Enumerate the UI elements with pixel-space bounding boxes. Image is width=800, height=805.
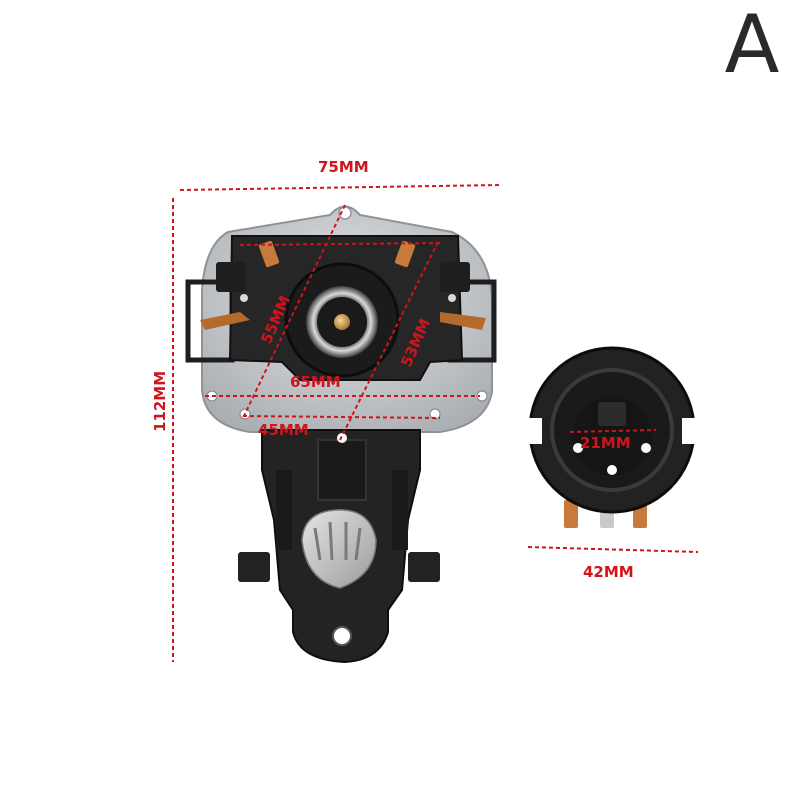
socket-hole xyxy=(607,465,617,475)
socket-key xyxy=(598,402,626,426)
socket-terminal xyxy=(600,510,614,528)
dimension-lines xyxy=(172,184,699,662)
socket-hole xyxy=(641,443,651,453)
dim-label-socket-width: 42MM xyxy=(583,563,634,581)
socket-notch xyxy=(522,418,542,444)
contact-latch xyxy=(440,262,470,292)
bimetal-slots xyxy=(313,521,362,561)
copper-leaf-contact xyxy=(440,312,486,330)
dim-line-top-inner xyxy=(239,242,441,246)
socket-hole xyxy=(573,443,583,453)
dim-line-bottom-width xyxy=(242,415,441,419)
dim-line-top-width xyxy=(179,184,501,191)
dim-label-top-width: 75MM xyxy=(318,158,369,176)
center-pin xyxy=(334,314,350,330)
copper-terminal xyxy=(258,240,280,268)
dim-line-right-diagonal xyxy=(339,241,439,441)
dim-line-left-diagonal xyxy=(242,204,346,419)
screw xyxy=(240,294,248,302)
socket-base xyxy=(522,346,702,528)
socket-notch xyxy=(682,418,702,444)
dim-label-bottom-width: 45MM xyxy=(258,421,309,439)
dim-line-socket-width xyxy=(527,546,699,553)
contact-latch xyxy=(216,262,246,292)
thermostat-base xyxy=(185,205,497,664)
mounting-hole xyxy=(476,390,488,402)
bimetal-disc xyxy=(301,509,377,589)
screw xyxy=(448,294,456,302)
socket-floor xyxy=(572,396,652,476)
side-clip xyxy=(408,552,440,582)
arm-rib xyxy=(317,439,367,501)
side-clip xyxy=(238,552,270,582)
socket-terminal xyxy=(564,500,578,528)
copper-terminal xyxy=(394,240,416,268)
mounting-hole xyxy=(429,408,441,420)
mounting-hole xyxy=(332,626,352,646)
dim-label-socket-inner: 21MM xyxy=(580,434,631,452)
dim-label-height: 112MM xyxy=(151,371,169,432)
variant-label: A xyxy=(724,0,780,91)
arm-rib xyxy=(392,470,408,550)
copper-leaf-contact xyxy=(200,312,250,330)
arm-rib xyxy=(276,470,292,550)
dim-label-center-width: 65MM xyxy=(290,373,341,391)
dim-line-socket-inner xyxy=(569,429,657,433)
